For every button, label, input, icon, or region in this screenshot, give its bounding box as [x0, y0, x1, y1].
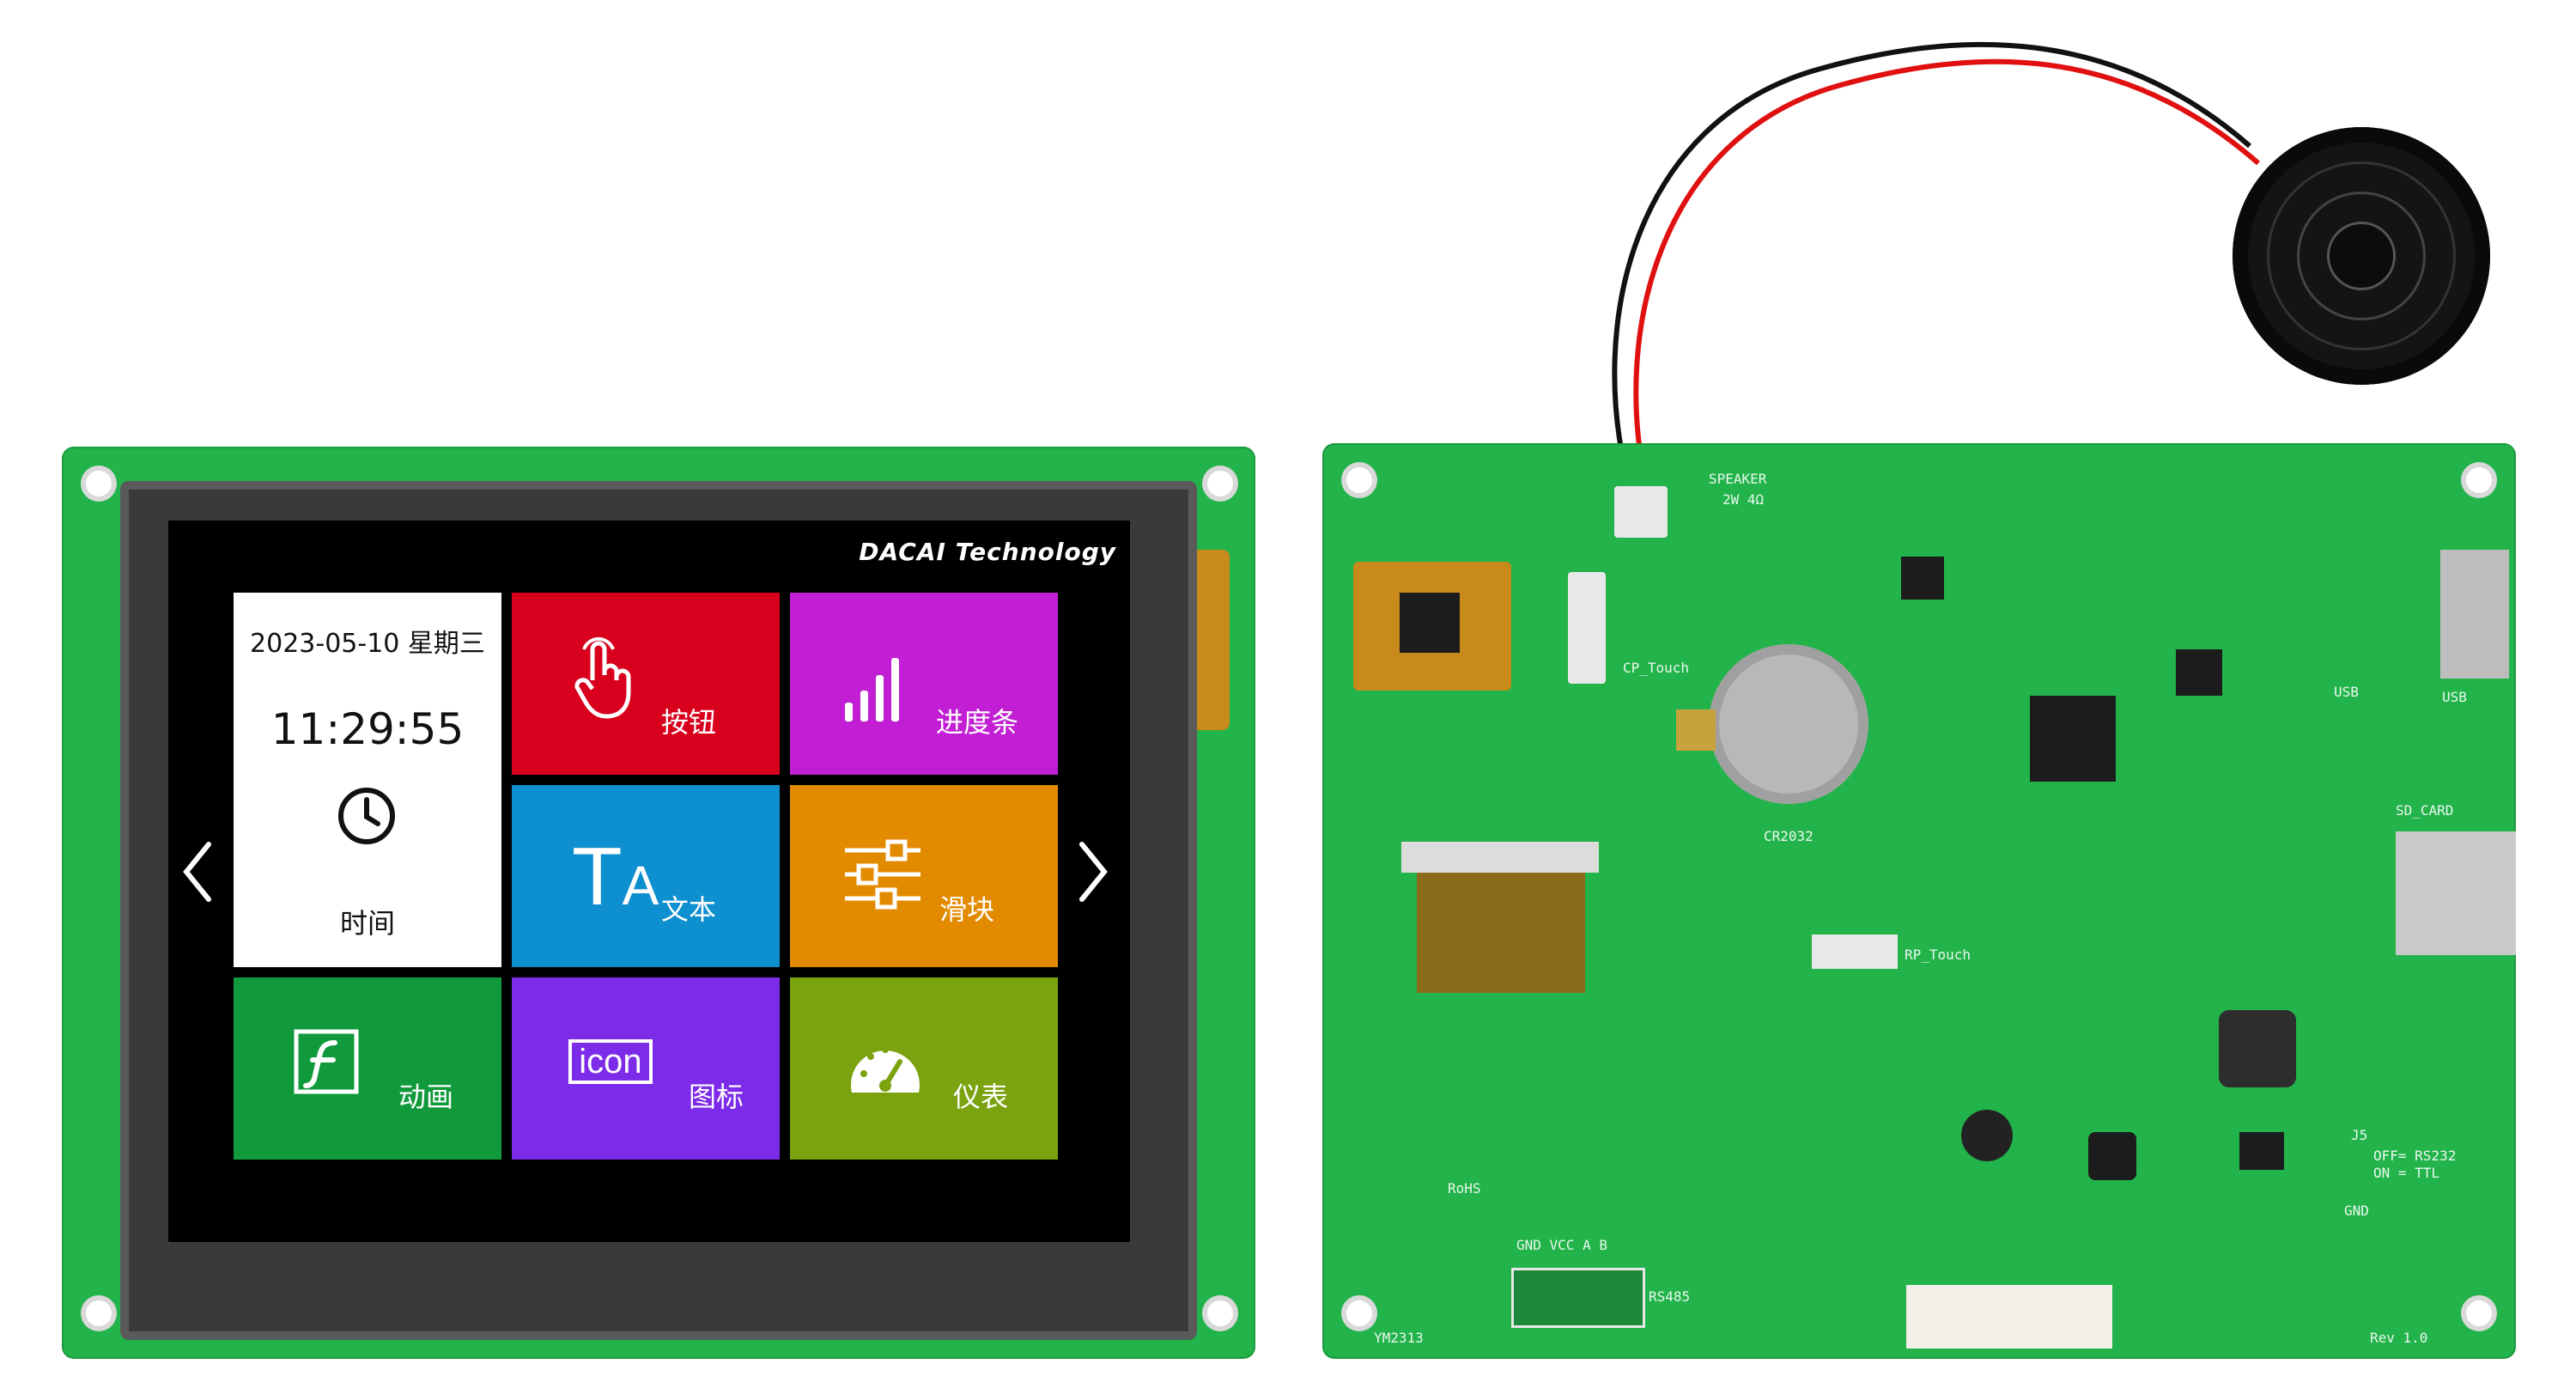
- flash-icon: [294, 1029, 359, 1094]
- text-ta-icon: TA: [572, 831, 659, 922]
- battery-holder: [1709, 644, 1868, 804]
- tile-icon[interactable]: icon 图标: [512, 977, 780, 1160]
- tile-button-label: 按钮: [661, 706, 717, 739]
- mount-hole: [1346, 467, 1372, 493]
- mount-hole: [2466, 1300, 2492, 1326]
- rs485-label: RS485: [1649, 1288, 1691, 1305]
- speaker: [2233, 127, 2490, 385]
- rohs-label: RoHS: [1448, 1180, 1481, 1196]
- mount-hole: [86, 471, 112, 496]
- tile-text[interactable]: TA 文本: [512, 785, 780, 967]
- tile-button[interactable]: 按钮: [512, 593, 780, 775]
- tile-slider[interactable]: 滑块: [790, 785, 1058, 967]
- rs485-pins: GND VCC A B: [1516, 1237, 1607, 1253]
- chevron-right-icon[interactable]: [1072, 837, 1115, 906]
- mount-hole: [1207, 1300, 1233, 1326]
- sliders-icon: [845, 839, 920, 910]
- main-io-connector: [1906, 1285, 2112, 1349]
- jumper-note-1: OFF= RS232: [2373, 1148, 2457, 1164]
- gnd-label: GND: [2344, 1202, 2369, 1219]
- tile-animation[interactable]: 动画: [234, 977, 501, 1160]
- icon-badge: icon: [568, 1039, 653, 1084]
- date-text: 2023-05-10 星期三: [250, 629, 485, 659]
- mount-hole: [2466, 467, 2492, 493]
- lcd-fpc-connector: [1401, 842, 1599, 873]
- speaker-rating: 2W 4Ω: [1722, 491, 1765, 508]
- gauge-icon: [851, 1046, 920, 1093]
- mount-hole: [1207, 471, 1233, 496]
- usb-label-a: USB: [2334, 684, 2359, 700]
- j5-label: J5: [2351, 1127, 2368, 1143]
- sd-card-slot: [2396, 831, 2516, 955]
- rp-touch-label: RP_Touch: [1905, 947, 1971, 963]
- model-label: YM2313: [1374, 1330, 1424, 1346]
- usb-port: [2440, 550, 2509, 679]
- speaker-connector: [1614, 486, 1668, 538]
- brand-label: DACAI Technology: [859, 538, 1116, 566]
- ic-u5: [1901, 557, 1944, 600]
- signal-bars-icon: [845, 658, 899, 721]
- tile-icon-label: 图标: [689, 1081, 744, 1113]
- cp-touch-label: CP_Touch: [1623, 660, 1690, 676]
- hand-pointer-icon: [574, 637, 631, 719]
- clock-icon: [338, 788, 395, 844]
- tile-time[interactable]: 2023-05-10 星期三 11:29:55 时间: [234, 593, 501, 967]
- inductor: [2088, 1132, 2136, 1180]
- capacitor-c38: [1961, 1110, 2013, 1161]
- tile-meter[interactable]: 仪表: [790, 977, 1058, 1160]
- mount-hole: [1346, 1300, 1372, 1326]
- rs485-connector: [1511, 1268, 1645, 1328]
- rev-label: Rev 1.0: [2370, 1330, 2428, 1346]
- ic-u2: [2239, 1132, 2284, 1170]
- chevron-left-icon[interactable]: [176, 837, 219, 906]
- sd-card-label: SD_CARD: [2396, 802, 2454, 819]
- tile-meter-label: 仪表: [953, 1081, 1009, 1113]
- cp-touch-connector: [1568, 572, 1606, 684]
- usb-label-b: USB: [2442, 689, 2467, 705]
- battery-clip: [1676, 709, 1716, 751]
- ic-u3: [2176, 649, 2222, 696]
- rp-touch-connector: [1812, 935, 1898, 969]
- tile-progress-label: 进度条: [936, 706, 1019, 739]
- speaker-wires: [1612, 41, 2260, 481]
- tile-progress[interactable]: 进度条: [790, 593, 1058, 775]
- mount-hole: [86, 1300, 112, 1326]
- buzzer: [2219, 1010, 2296, 1087]
- touch-ic: [1400, 593, 1460, 653]
- speaker-label: SPEAKER: [1709, 471, 1767, 487]
- tile-animation-label: 动画: [398, 1081, 454, 1113]
- mcu-chip: [2030, 696, 2116, 782]
- tile-time-label: 时间: [339, 907, 395, 940]
- battery-label: CR2032: [1764, 828, 1814, 844]
- lcd-fpc-cable: [1417, 873, 1585, 993]
- tile-slider-label: 滑块: [939, 893, 995, 926]
- jumper-note-2: ON = TTL: [2373, 1165, 2440, 1181]
- tile-text-label: 文本: [661, 893, 717, 926]
- time-text: 11:29:55: [270, 704, 465, 754]
